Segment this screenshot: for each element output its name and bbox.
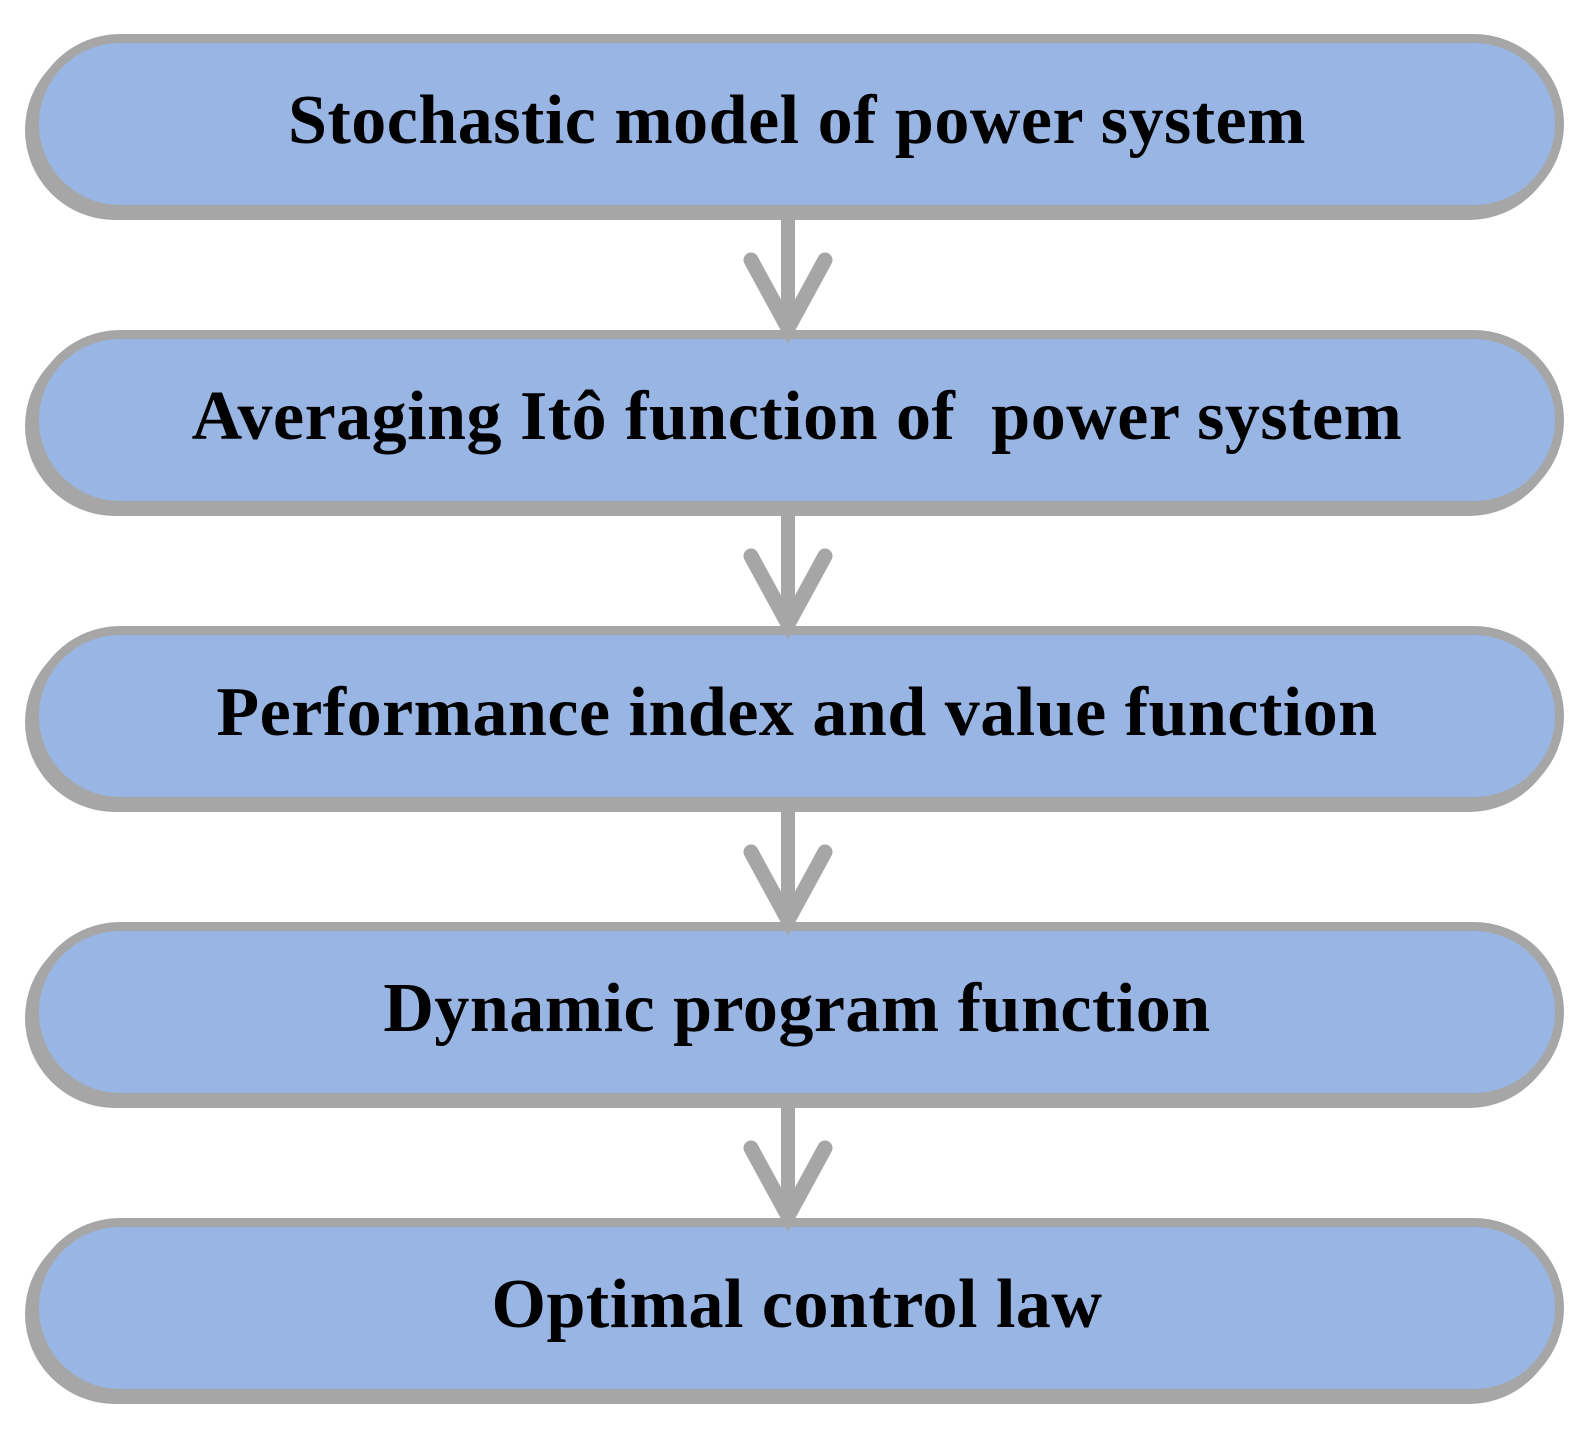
flow-node-label: Performance index and value function bbox=[216, 674, 1378, 751]
flow-edge-2 bbox=[0, 506, 1594, 640]
flow-edge-4 bbox=[0, 1098, 1594, 1232]
flow-node-performance-index: Performance index and value function bbox=[30, 626, 1564, 806]
flow-node-label: Optimal control law bbox=[491, 1266, 1103, 1343]
flow-edge-1 bbox=[0, 210, 1594, 344]
down-arrow-icon bbox=[743, 802, 833, 936]
flow-node-averaging-ito: Averaging Itô function of power system bbox=[30, 330, 1564, 510]
flow-edge-3 bbox=[0, 802, 1594, 936]
down-arrow-icon bbox=[743, 1098, 833, 1232]
flow-node-optimal-control: Optimal control law bbox=[30, 1218, 1564, 1398]
flow-node-stochastic-model: Stochastic model of power system bbox=[30, 34, 1564, 214]
down-arrow-icon bbox=[743, 506, 833, 640]
down-arrow-icon bbox=[743, 210, 833, 344]
flow-node-dynamic-program: Dynamic program function bbox=[30, 922, 1564, 1102]
flow-node-label: Averaging Itô function of power system bbox=[191, 378, 1403, 455]
flow-node-label: Dynamic program function bbox=[383, 970, 1211, 1047]
flow-node-label: Stochastic model of power system bbox=[288, 82, 1306, 159]
